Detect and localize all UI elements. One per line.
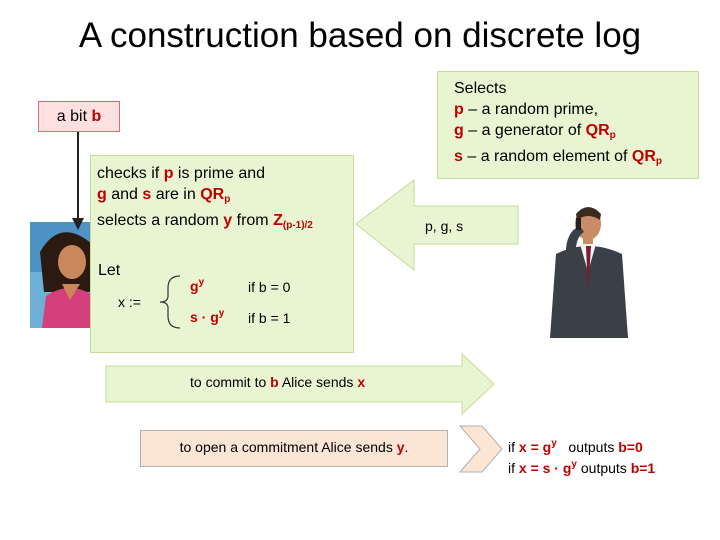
- var-b: b: [270, 374, 279, 390]
- slide-title: A construction based on discrete log: [0, 16, 720, 56]
- selects-header: Selects: [454, 78, 698, 99]
- output-line-1: if x = gy outputs b=0: [508, 435, 655, 456]
- var-y: y: [397, 439, 405, 455]
- bit-to-alice-arrow: [70, 132, 86, 232]
- checks-line-2: g and s are in QRp: [97, 184, 353, 210]
- z-label: Z: [273, 212, 283, 229]
- text-random-prime: – a random prime,: [464, 101, 598, 118]
- qr-subscript: p: [656, 156, 662, 167]
- qr-subscript: p: [224, 194, 230, 205]
- bit-box: a bit b: [38, 101, 120, 132]
- let-label: Let: [98, 262, 120, 280]
- z-subscript: (p-1)/2: [283, 220, 313, 231]
- case2-value: s · gy: [190, 308, 224, 325]
- open-commitment-box: to open a commitment Alice sends y.: [140, 430, 448, 467]
- open-arrow: [458, 424, 504, 474]
- outputs-block: if x = gy outputs b=0 if x = s · gy outp…: [508, 435, 655, 477]
- output-b1: b=1: [631, 460, 656, 476]
- var-p: p: [454, 101, 464, 118]
- case-brace: [156, 274, 186, 330]
- text-random-element: – a random element of: [463, 148, 632, 165]
- selects-line-p: p – a random prime,: [454, 99, 698, 120]
- qr-label: QR: [632, 148, 656, 165]
- output-line-2: if x = s · gy outputs b=1: [508, 456, 655, 477]
- pgs-label: p, g, s: [425, 218, 463, 234]
- var-g: g: [97, 186, 107, 203]
- commit-text: to commit to b Alice sends x: [190, 374, 365, 390]
- bit-variable: b: [91, 108, 101, 125]
- qr-label: QR: [586, 122, 610, 139]
- text-generator-of: – a generator of: [464, 122, 586, 139]
- qr-label: QR: [200, 186, 224, 203]
- bit-prefix: a bit: [57, 108, 92, 125]
- x-definition: x :=: [118, 294, 141, 310]
- condition-x-eq-sgy: x = s · g: [519, 460, 572, 476]
- checks-line-3: selects a random y from Z(p-1)/2: [97, 210, 353, 236]
- case1-condition: if b = 0: [248, 279, 290, 295]
- selects-box: Selects p – a random prime, g – a genera…: [437, 71, 699, 179]
- checks-line-1: checks if p is prime and: [97, 163, 353, 184]
- var-s: s: [454, 148, 463, 165]
- var-p: p: [164, 165, 174, 182]
- var-y: y: [223, 212, 232, 229]
- var-g: g: [454, 122, 464, 139]
- qr-subscript: p: [610, 130, 616, 141]
- var-x: x: [357, 374, 365, 390]
- bob-illustration: [536, 202, 646, 338]
- selects-line-s: s – a random element of QRp: [454, 146, 698, 172]
- case1-value: gy: [190, 277, 204, 294]
- selects-line-g: g – a generator of QRp: [454, 120, 698, 146]
- output-b0: b=0: [618, 439, 643, 455]
- var-s: s: [142, 186, 151, 203]
- case2-condition: if b = 1: [248, 310, 290, 326]
- condition-x-eq-gy: x = g: [519, 439, 551, 455]
